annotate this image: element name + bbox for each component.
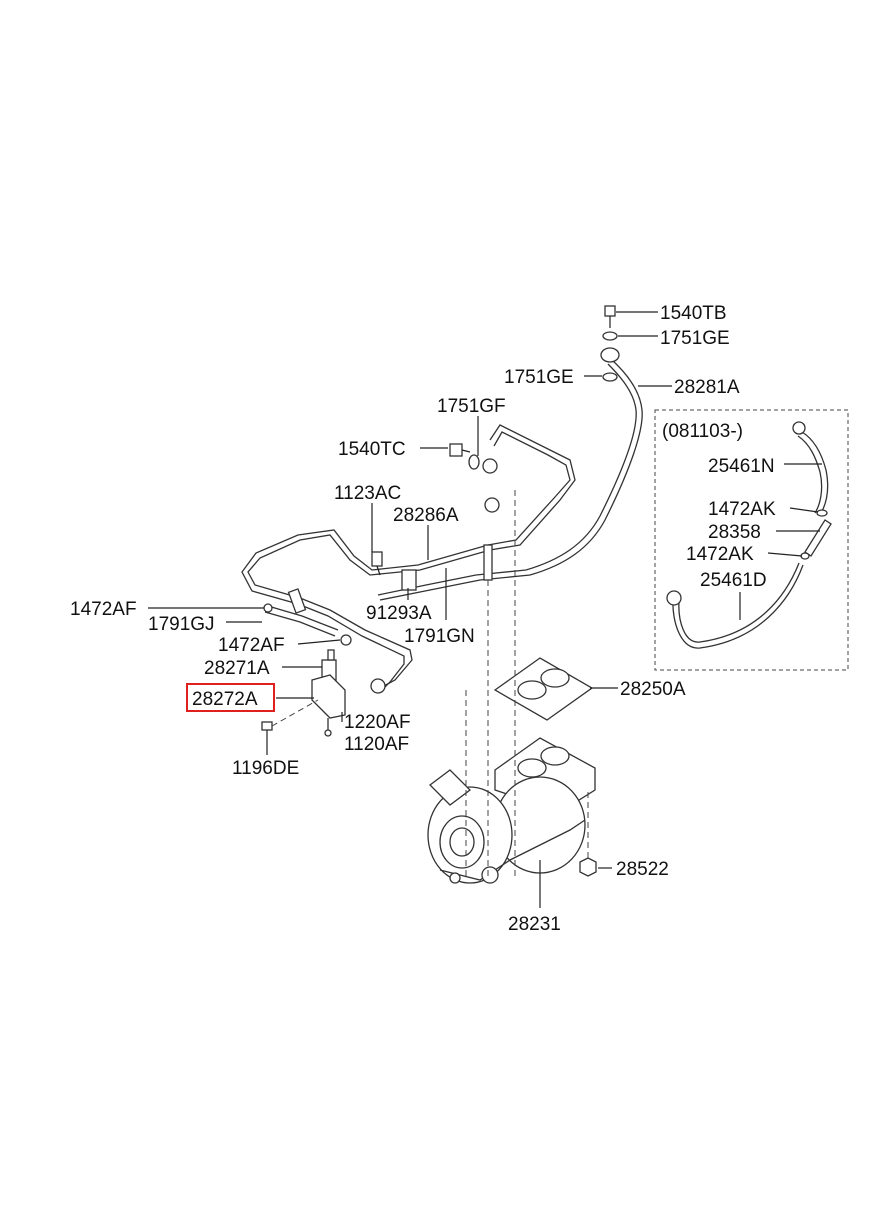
inset-box [654,409,849,671]
label-1472AF-left: 1472AF [70,599,137,620]
bolt-1123AC [371,551,383,576]
label-28250A: 28250A [620,679,686,700]
bracket-28272A [311,674,346,719]
label-1540TB: 1540TB [660,303,727,324]
label-1472AK-b: 1472AK [686,544,754,565]
washer-1751GE-top [602,331,618,341]
gasket-1751GF [468,454,480,470]
banjo-top [600,347,620,363]
assembly-dashed-lines [271,490,516,880]
nut-1120AF [324,718,332,737]
label-1220AF: 1220AF [344,712,411,733]
label-1123AC: 1123AC [334,483,401,504]
nut-28522 [579,790,597,877]
turbocharger-28231 [427,737,596,884]
label-28272A[interactable]: 28272A [192,689,258,710]
label-28286A: 28286A [393,505,459,526]
label-28281A: 28281A [674,377,740,398]
label-25461N: 25461N [708,456,775,477]
clamp-91293A [401,569,417,591]
fitting-1472AF-left [263,603,273,613]
label-1120AF: 1120AF [344,734,409,755]
label-1540TC: 1540TC [338,439,406,460]
washer-1751GE-left [602,372,618,382]
label-1751GE-top: 1751GE [660,328,730,349]
leader-lines [148,311,822,908]
banjo-fitting [482,458,500,581]
label-1791GN: 1791GN [404,626,475,647]
highlight-box-28272A [186,683,275,712]
label-1472AF-mid: 1472AF [218,635,285,656]
label-28271A: 28271A [204,658,270,679]
label-1751GE-left: 1751GE [504,367,574,388]
label-1196DE: 1196DE [232,758,299,779]
label-28231: 28231 [508,914,561,935]
bolt-1196DE [261,721,273,748]
label-1472AK-a: 1472AK [708,499,776,520]
label-28522: 28522 [616,859,669,880]
bolt-1540TC [449,443,471,457]
label-1751GF: 1751GF [437,396,506,417]
bolt-1540TB [604,305,616,328]
oil-pipe-bundle-28286A [241,424,576,694]
inset-date-code: (081103-) [662,421,743,442]
gasket-28250A [493,657,594,721]
label-91293A: 91293A [366,603,432,624]
label-1791GJ: 1791GJ [148,614,215,635]
label-28358: 28358 [708,522,761,543]
small-pipe-1791GJ [264,588,339,637]
oil-feed-pipe-28281A [377,359,643,601]
label-25461D: 25461D [700,570,767,591]
fitting-1472AF-mid [340,634,352,646]
